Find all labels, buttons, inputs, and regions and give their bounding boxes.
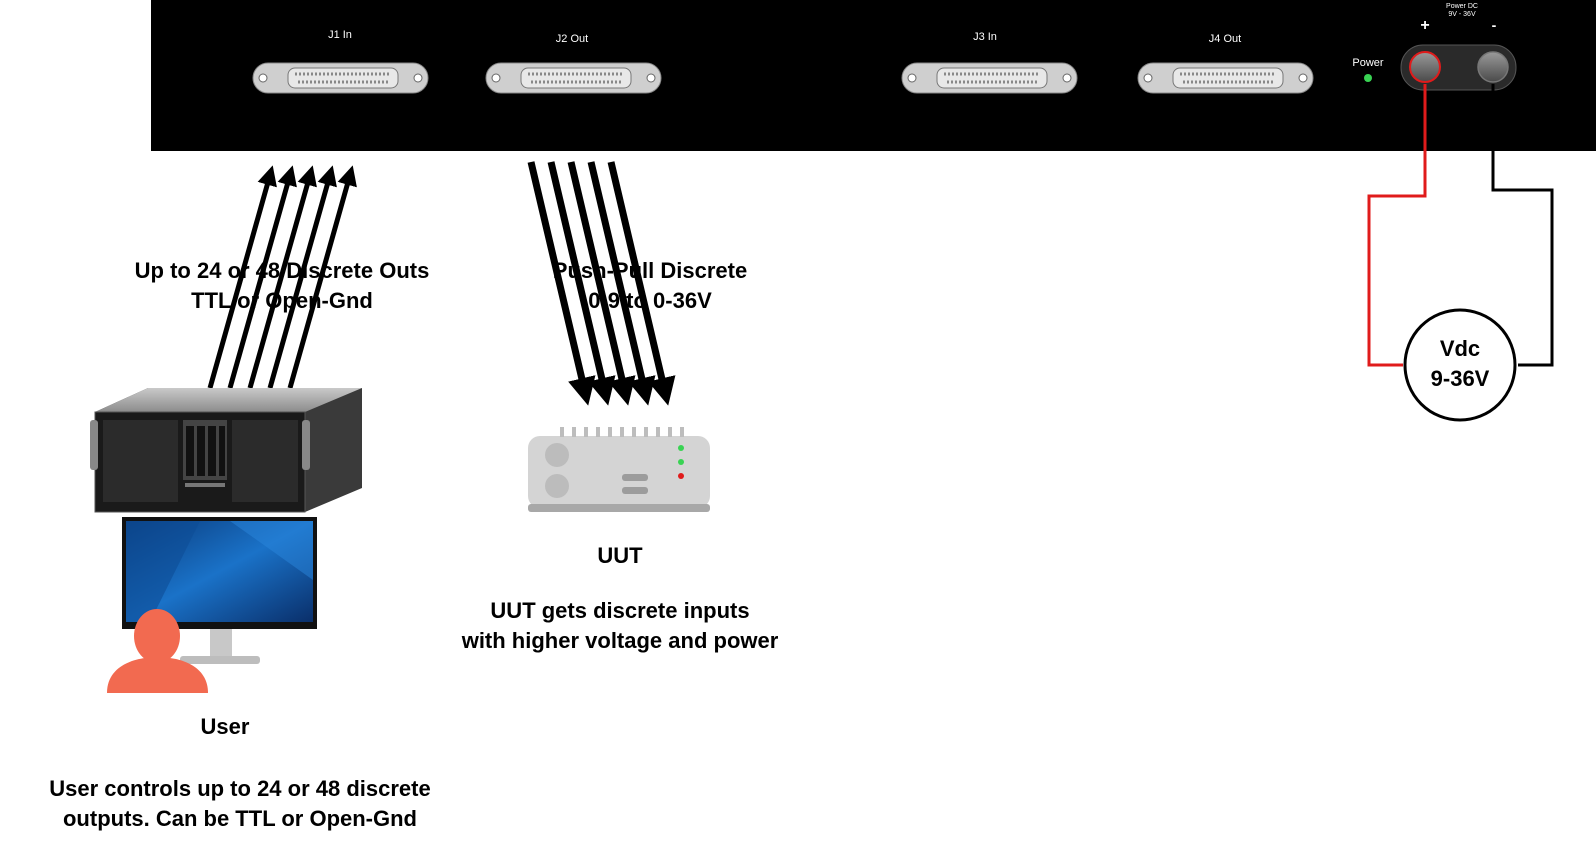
connector-j4-label: J4 Out xyxy=(1208,33,1242,45)
vdc-line2: 9-36V xyxy=(1430,366,1490,391)
user-description: User controls up to 24 or 48 discrete ou… xyxy=(20,774,460,834)
push-pull-line1: Push-Pull Discrete xyxy=(552,258,748,283)
power-led-icon xyxy=(1364,74,1372,82)
discrete-outs-line1: Up to 24 or 48 Discrete Outs xyxy=(134,258,430,283)
push-pull-line2: 0-9 to 0-36V xyxy=(588,288,712,313)
connector-j1-label: J1 In xyxy=(328,29,352,41)
positive-terminal-icon xyxy=(1409,51,1441,83)
uut-label: UUT xyxy=(597,543,643,568)
server-icon xyxy=(90,388,362,513)
power-dc-line2: 9V - 36V xyxy=(1448,11,1476,18)
connector-j2-icon xyxy=(485,62,662,94)
push-pull-caption: Push-Pull Discrete 0-9 to 0-36V xyxy=(520,256,780,316)
user-label: User xyxy=(200,714,250,739)
vdc-source xyxy=(1403,308,1517,422)
uut-description: UUT gets discrete inputs with higher vol… xyxy=(430,596,810,656)
uut-desc-line2: with higher voltage and power xyxy=(461,628,779,653)
power-dc-line1: Power DC xyxy=(1446,3,1478,10)
user-icon xyxy=(107,609,208,693)
negative-terminal-icon xyxy=(1477,51,1509,83)
vdc-line1: Vdc xyxy=(1439,336,1481,361)
discrete-outs-arrows xyxy=(207,165,357,389)
discrete-outs-line2: TTL or Open-Gnd xyxy=(191,288,373,313)
user-desc-line1: User controls up to 24 or 48 discrete xyxy=(49,776,431,801)
connector-j4-icon xyxy=(1137,62,1314,94)
vdc-source-label: Vdc 9-36V xyxy=(1405,334,1515,394)
positive-wire xyxy=(1367,84,1427,367)
plus-sign-label: + xyxy=(1420,17,1430,34)
connector-j3-icon xyxy=(901,62,1078,94)
connector-j1-icon xyxy=(252,62,429,94)
power-led-label: Power xyxy=(1352,57,1384,69)
uut-desc-line1: UUT gets discrete inputs xyxy=(490,598,750,623)
negative-wire xyxy=(1491,84,1554,367)
connector-j3-label: J3 In xyxy=(973,31,997,43)
power-dc-label: Power DC 9V - 36V xyxy=(1430,3,1494,19)
uut-device-icon xyxy=(528,427,710,512)
minus-sign-label: - xyxy=(1491,17,1497,33)
user-desc-line2: outputs. Can be TTL or Open-Gnd xyxy=(62,806,417,831)
push-pull-arrows xyxy=(527,161,676,406)
discrete-outs-caption: Up to 24 or 48 Discrete Outs TTL or Open… xyxy=(112,256,452,316)
connector-j2-label: J2 Out xyxy=(555,33,589,45)
